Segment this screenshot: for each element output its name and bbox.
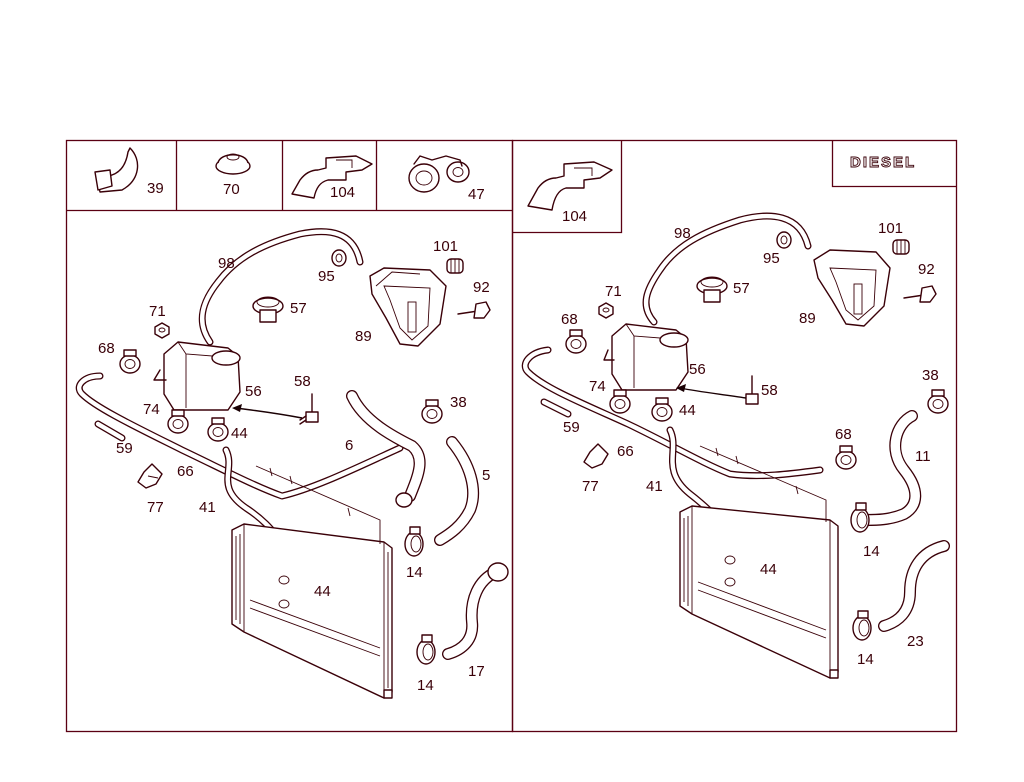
callout-95: 95	[318, 268, 335, 285]
callout-44: 44	[314, 583, 331, 600]
callout-104: 104	[562, 208, 587, 225]
callout-101: 101	[433, 238, 458, 255]
callout-71: 71	[149, 303, 166, 320]
callout-89: 89	[799, 310, 816, 327]
callout-98: 98	[218, 255, 235, 272]
callouts-right: 98 101 95 92 71 57 68 89 56 58 74 44 38 …	[561, 220, 939, 668]
callout-47: 47	[468, 186, 485, 203]
callout-77: 77	[147, 499, 164, 516]
callout-44: 44	[231, 425, 248, 442]
callout-74: 74	[143, 401, 160, 418]
callout-39: 39	[147, 180, 164, 197]
callout-38: 38	[450, 394, 467, 411]
callout-23: 23	[907, 633, 924, 650]
callout-74: 74	[589, 378, 606, 395]
callout-56: 56	[245, 383, 262, 400]
callout-14: 14	[406, 564, 423, 581]
callout-44: 44	[760, 561, 777, 578]
callout-58: 58	[294, 373, 311, 390]
diagram-frames	[65, 139, 958, 733]
callout-66: 66	[177, 463, 194, 480]
callout-56: 56	[689, 361, 706, 378]
callout-14: 14	[863, 543, 880, 560]
callout-68: 68	[835, 426, 852, 443]
callout-101: 101	[878, 220, 903, 237]
header-cell-104-left[interactable]: 104	[291, 155, 373, 201]
callout-57: 57	[733, 280, 750, 297]
callout-5: 5	[482, 467, 490, 484]
callout-92: 92	[918, 261, 935, 278]
bracket-icon	[291, 155, 373, 199]
callout-68: 68	[98, 340, 115, 357]
right-assembly	[521, 212, 950, 679]
header-cell-104-right[interactable]: 104	[527, 161, 613, 225]
callout-14: 14	[857, 651, 874, 668]
callout-68: 68	[561, 311, 578, 328]
diesel-label: DIESEL	[850, 154, 916, 171]
double-clip-icon	[408, 155, 470, 193]
callout-11: 11	[915, 448, 931, 465]
callout-14: 14	[417, 677, 434, 694]
callout-92: 92	[473, 279, 490, 296]
callout-44: 44	[679, 402, 696, 419]
callout-71: 71	[605, 283, 622, 300]
callout-17: 17	[468, 663, 485, 680]
callout-59: 59	[563, 419, 580, 436]
header-cell-39[interactable]: 39	[94, 147, 164, 197]
callout-41: 41	[646, 478, 663, 495]
diesel-badge: DIESEL	[850, 154, 916, 172]
header-cell-70[interactable]: 70	[215, 153, 251, 198]
callout-77: 77	[582, 478, 599, 495]
callout-38: 38	[922, 367, 939, 384]
callout-98: 98	[674, 225, 691, 242]
bracket-icon	[527, 161, 613, 211]
callout-104: 104	[330, 184, 355, 201]
callout-95: 95	[763, 250, 780, 267]
left-assembly	[75, 228, 509, 699]
clip-icon	[94, 147, 139, 193]
callout-89: 89	[355, 328, 372, 345]
callout-66: 66	[617, 443, 634, 460]
header-cell-47[interactable]: 47	[408, 155, 485, 203]
callout-57: 57	[290, 300, 307, 317]
callout-41: 41	[199, 499, 216, 516]
grommet-icon	[215, 153, 251, 175]
callout-70: 70	[223, 181, 240, 198]
callout-59: 59	[116, 440, 133, 457]
callout-58: 58	[761, 382, 778, 399]
callout-6: 6	[345, 437, 353, 454]
callouts-left: 98 95 101 92 89 71 57 68 56 58 74 44 38 …	[98, 238, 490, 694]
